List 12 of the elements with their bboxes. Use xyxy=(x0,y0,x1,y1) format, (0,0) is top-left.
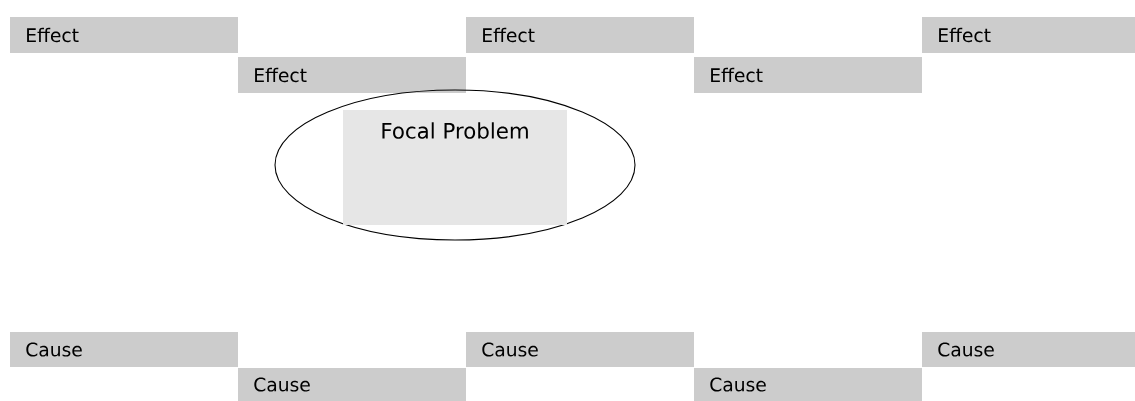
label-box: Cause xyxy=(694,368,922,401)
label-box: Cause xyxy=(10,332,238,367)
label-box: Cause xyxy=(238,368,466,401)
label-box: Effect xyxy=(238,57,466,93)
label-box: Effect xyxy=(922,17,1135,53)
label-box: Effect xyxy=(466,17,694,53)
ellipse xyxy=(274,89,636,241)
problem-box: Focal Problem xyxy=(343,110,567,225)
label-box: Effect xyxy=(694,57,922,93)
label-box: Effect xyxy=(10,17,238,53)
label-box: Cause xyxy=(466,332,694,367)
label-box: Cause xyxy=(922,332,1135,367)
